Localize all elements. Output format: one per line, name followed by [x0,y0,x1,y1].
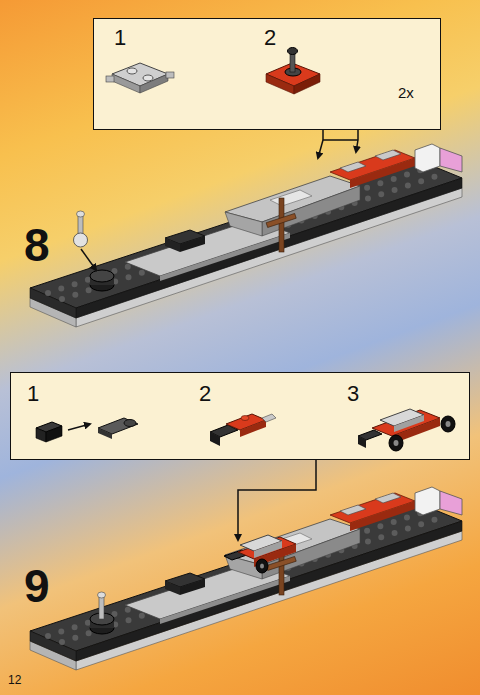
step-inset-box: 1 2 2x [93,18,441,130]
step-inset-box: 1 2 3 [10,372,470,460]
step-number: 8 [24,222,50,268]
step-number: 2 [264,27,276,49]
page-number: 12 [8,674,21,686]
step-number: 2 [199,383,211,405]
step-number: 1 [114,27,126,49]
step-number: 1 [27,383,39,405]
step-number: 3 [347,383,359,405]
step-number: 9 [24,563,50,609]
step-number: 2x [398,85,414,100]
